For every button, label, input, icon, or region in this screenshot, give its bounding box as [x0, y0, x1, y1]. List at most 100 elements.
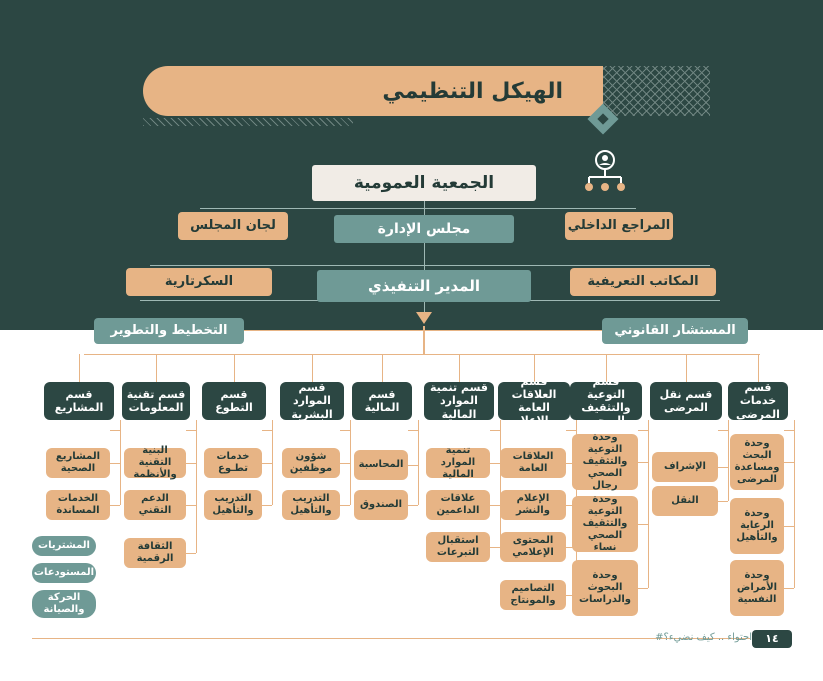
- sub-unit-pill: المستودعات: [32, 563, 96, 583]
- unit-connector: [566, 505, 576, 506]
- executive-director-box: المدير التنفيذي: [317, 270, 531, 302]
- unit-box: المحاسبة: [354, 450, 408, 480]
- unit-connector: [186, 553, 196, 554]
- unit-rail: [408, 430, 418, 431]
- department-header: قسم المشاريع: [44, 382, 114, 420]
- department-header: قسم العلاقات العامة والإعلام: [498, 375, 570, 427]
- connector: [534, 354, 535, 382]
- department-header: قسم الموارد البشرية: [280, 381, 344, 421]
- connector: [382, 354, 383, 382]
- unit-rail: [576, 420, 577, 595]
- unit-connector: [110, 505, 120, 506]
- unit-box: وحدة التوعية والتثقيف الصحي رجال: [572, 432, 638, 491]
- department-header: قسم التوعية والتثقيف الصحي: [570, 375, 642, 427]
- unit-connector: [340, 463, 350, 464]
- unit-connector: [638, 462, 648, 463]
- unit-rail: [418, 420, 419, 505]
- connector: [424, 243, 425, 273]
- connector: [150, 265, 710, 266]
- unit-rail: [340, 430, 350, 431]
- connector: [606, 354, 607, 382]
- unit-box: الدعم التقني: [124, 490, 186, 520]
- unit-box: الإعلام والنشر: [500, 490, 566, 520]
- org-chart-icon: [585, 150, 625, 191]
- unit-rail: [196, 420, 197, 553]
- unit-rail: [262, 430, 272, 431]
- unit-rail: [500, 420, 501, 547]
- unit-connector: [784, 588, 794, 589]
- connector: [424, 302, 425, 314]
- unit-connector: [408, 465, 418, 466]
- connector: [459, 354, 460, 382]
- unit-connector: [186, 463, 196, 464]
- unit-box: الثقافة الرقمية: [124, 538, 186, 568]
- unit-box: النقل: [652, 486, 718, 516]
- connector: [312, 354, 313, 382]
- hatch-pattern: [600, 66, 710, 116]
- unit-box: الإشراف: [652, 452, 718, 482]
- unit-connector: [638, 524, 648, 525]
- unit-box: وحدة الأمراض النفسية: [730, 560, 784, 616]
- unit-connector: [638, 588, 648, 589]
- department-header: قسم خدمات المرضى: [728, 381, 788, 421]
- unit-rail: [566, 430, 576, 431]
- unit-box: العلاقات العامة: [500, 448, 566, 478]
- general-assembly-box: الجمعية العمومية: [312, 165, 536, 201]
- unit-box: التدريب والتأهيل: [204, 490, 262, 520]
- unit-rail: [718, 430, 728, 431]
- unit-rail: [638, 430, 648, 431]
- connector: [234, 354, 235, 382]
- connector: [79, 354, 80, 382]
- unit-box: المحتوى الإعلامي: [500, 532, 566, 562]
- unit-box: الصندوق: [354, 490, 408, 520]
- unit-rail: [110, 430, 120, 431]
- unit-rail: [272, 420, 273, 505]
- footer-line: [32, 638, 750, 639]
- unit-connector: [490, 547, 500, 548]
- unit-rail: [794, 420, 795, 588]
- unit-box: التدريب والتأهيل: [282, 490, 340, 520]
- unit-connector: [490, 463, 500, 464]
- representative-offices-box: المكاتب التعريفية: [570, 268, 716, 296]
- connector: [686, 354, 687, 382]
- unit-box: البنية التقنية والأنظمة: [124, 445, 186, 480]
- department-header: قسم تنمية الموارد المالية: [424, 381, 494, 421]
- unit-connector: [340, 505, 350, 506]
- unit-connector: [566, 463, 576, 464]
- unit-box: شؤون موظفين: [282, 448, 340, 478]
- unit-connector: [408, 505, 418, 506]
- connector: [200, 208, 636, 209]
- hatch-strip: [143, 118, 353, 126]
- unit-box: وحدة الرعاية والتأهيل: [730, 498, 784, 554]
- unit-box: استقبال التبرعات: [426, 532, 490, 562]
- unit-box: وحدة البحوث والدراسات: [572, 560, 638, 616]
- page-number: ١٤: [752, 630, 792, 648]
- unit-rail: [490, 430, 500, 431]
- unit-connector: [186, 505, 196, 506]
- unit-connector: [110, 463, 120, 464]
- unit-box: تنمية الموارد المالية: [426, 445, 490, 480]
- unit-connector: [566, 547, 576, 548]
- unit-box: المشاريع الصحية: [46, 448, 110, 478]
- connector: [423, 326, 425, 354]
- connector: [758, 354, 759, 382]
- board-box: مجلس الإدارة: [334, 215, 514, 243]
- unit-rail: [350, 420, 351, 505]
- department-header: قسم المالية: [352, 382, 412, 420]
- arrow-down-icon: [416, 312, 432, 324]
- unit-connector: [490, 505, 500, 506]
- secretariat-box: السكرتارية: [126, 268, 272, 296]
- unit-connector: [718, 467, 728, 468]
- footer-hashtag: #احتواء .. كيف نضيء؟: [655, 632, 752, 643]
- unit-box: خدمات تطـوع: [204, 448, 262, 478]
- department-header: قسم التطوع: [202, 382, 266, 420]
- planning-box: التخطيط والتطوير: [94, 318, 244, 344]
- unit-box: وحدة التوعية والتثقيف الصحي نساء: [572, 494, 638, 553]
- connector: [84, 354, 760, 355]
- unit-box: وحدة البحث ومساعدة المرضى: [730, 434, 784, 490]
- unit-connector: [566, 595, 576, 596]
- board-committees-box: لجان المجلس: [178, 212, 288, 240]
- unit-connector: [784, 526, 794, 527]
- connector: [156, 354, 157, 382]
- legal-advisor-box: المستشار القانوني: [602, 318, 748, 344]
